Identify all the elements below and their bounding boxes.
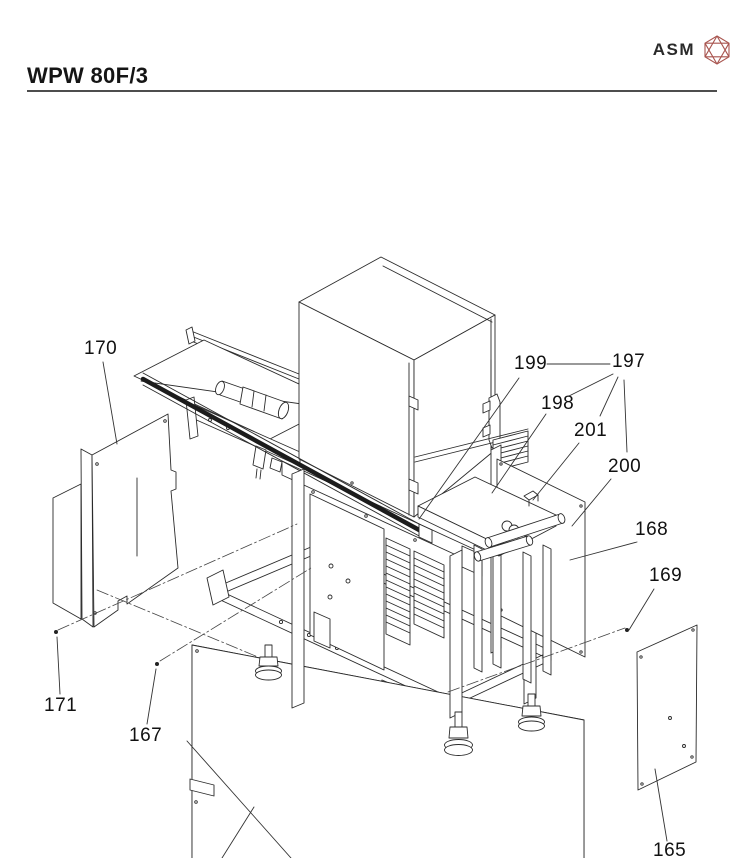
leader-lines bbox=[56, 361, 668, 842]
front-panel bbox=[186, 644, 585, 858]
panel-165 bbox=[636, 624, 698, 791]
screws bbox=[54, 628, 629, 666]
screw-167 bbox=[155, 662, 159, 666]
outfeed-table-assembly bbox=[417, 476, 566, 684]
header-rule bbox=[27, 90, 717, 92]
asm-logo-icon bbox=[704, 35, 730, 65]
panel-170 bbox=[52, 413, 179, 628]
brand-name: ASM bbox=[652, 40, 695, 59]
cover-box bbox=[298, 256, 501, 518]
centerlines bbox=[57, 523, 626, 693]
panel-168 bbox=[496, 458, 586, 658]
page-title: WPW 80F/3 bbox=[27, 63, 149, 88]
screw-171 bbox=[54, 630, 58, 634]
brand-block: ASM bbox=[653, 34, 732, 66]
screw-169 bbox=[625, 628, 629, 632]
